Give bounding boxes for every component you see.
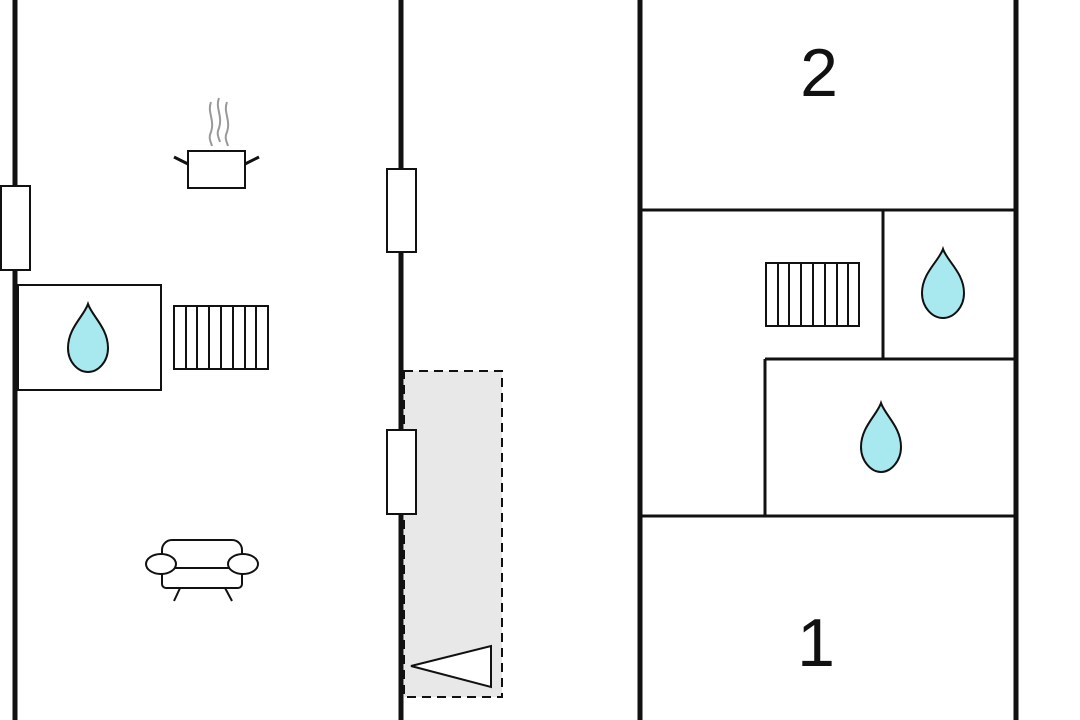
cooking-pot-icon	[173, 97, 260, 189]
windows	[0, 168, 417, 515]
window-left	[0, 185, 31, 271]
partitions	[640, 208, 1016, 518]
walls	[12, 0, 1019, 720]
radiator-icon	[765, 262, 860, 327]
terrace-area	[403, 370, 503, 698]
room-label-2: 2	[800, 35, 838, 111]
window-center-top	[386, 168, 417, 253]
window-center-bottom	[386, 429, 417, 515]
room-label-1: 1	[797, 605, 835, 681]
water-drop-icon	[66, 300, 110, 374]
water-drop-icon	[920, 245, 966, 320]
armchair-icon	[145, 539, 259, 602]
radiator-icon	[173, 305, 269, 370]
water-drop-icon	[859, 399, 903, 474]
entrance-arrow-icon	[410, 644, 492, 689]
